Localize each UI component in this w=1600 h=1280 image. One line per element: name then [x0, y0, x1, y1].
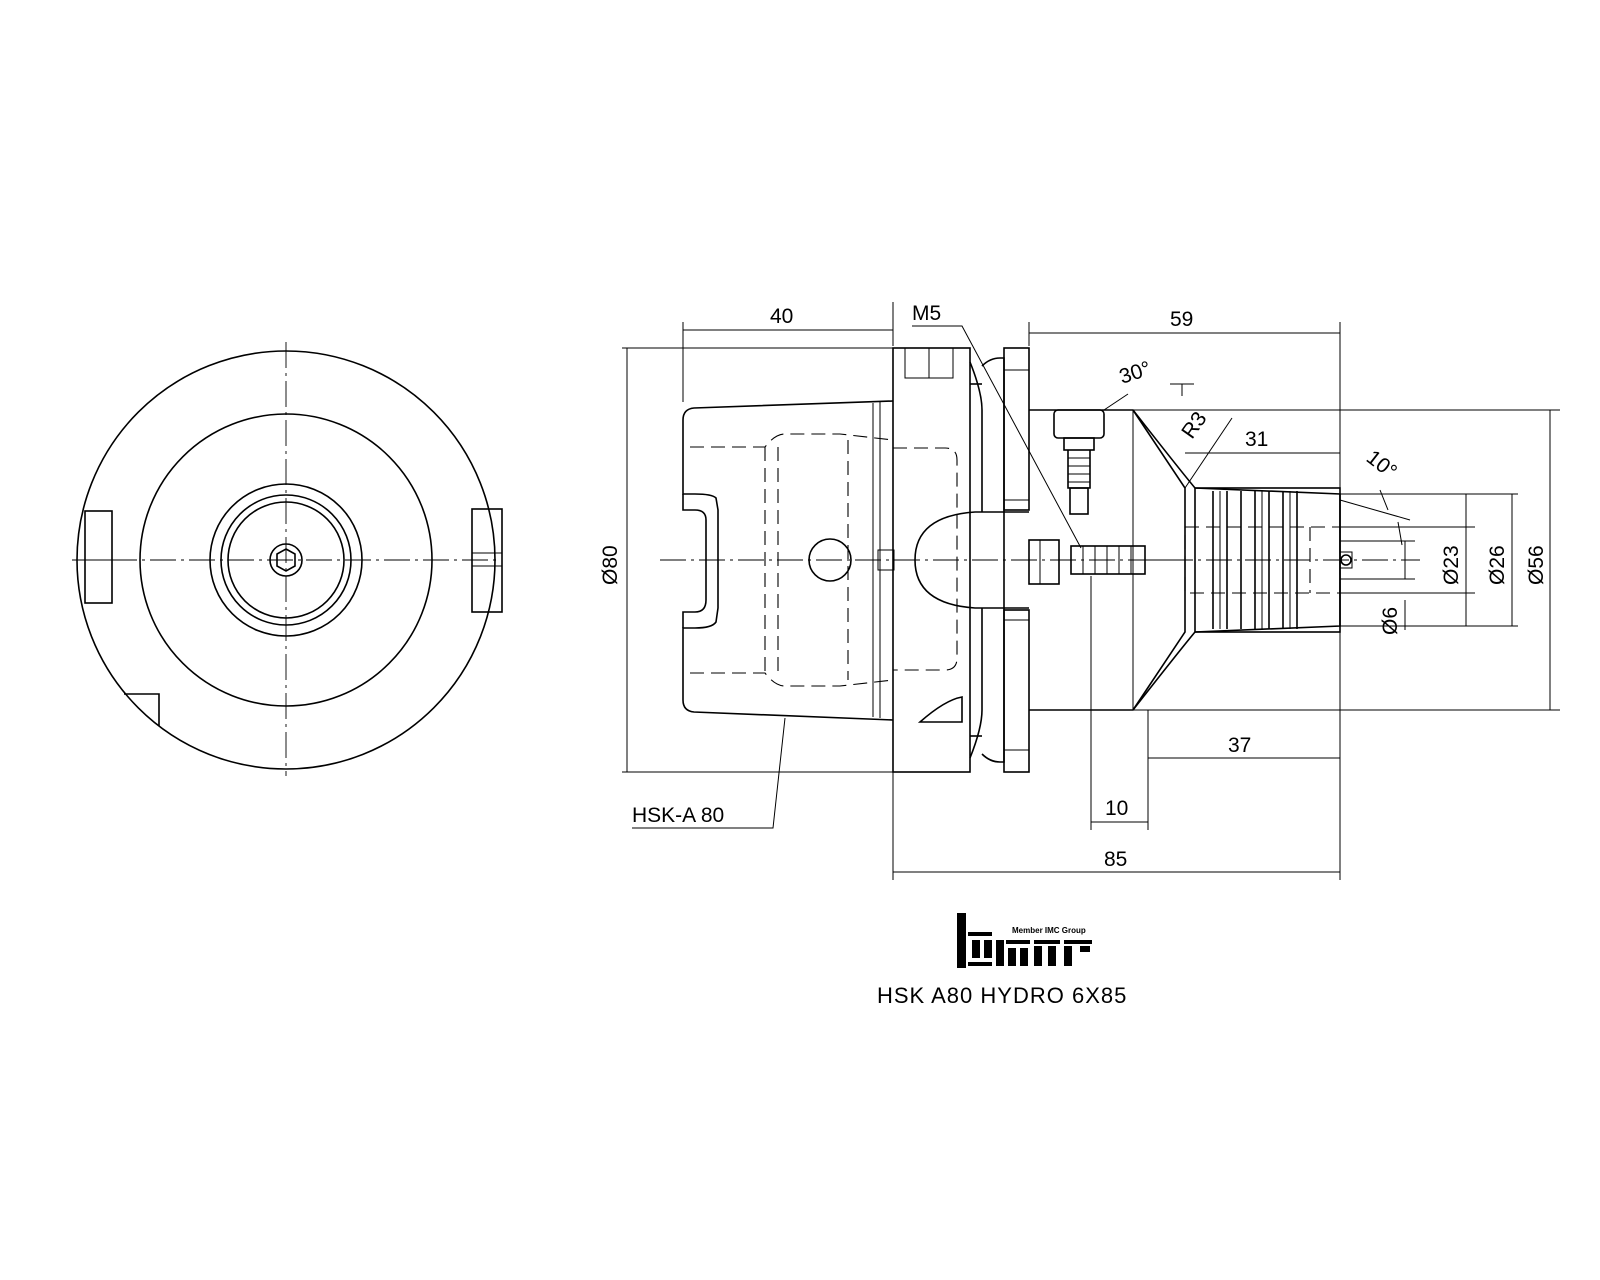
dim-radius-r3: R3 [1177, 408, 1211, 443]
callout-hsk-a80: HSK-A 80 [632, 804, 724, 827]
side-view [660, 347, 1420, 773]
dim-dia-80: Ø80 [599, 545, 622, 585]
front-view [72, 342, 503, 776]
dim-dia-56: Ø56 [1525, 545, 1548, 585]
dim-angle-30: 30° [1116, 357, 1153, 389]
dim-59: 59 [1170, 308, 1193, 331]
dim-40: 40 [770, 305, 793, 328]
product-caption: HSK A80 HYDRO 6X85 [877, 983, 1127, 1008]
dim-angle-10: 10° [1362, 446, 1401, 484]
dim-dia-6: Ø6 [1379, 607, 1402, 635]
dim-dia-23: Ø23 [1440, 545, 1463, 585]
dimension-lines [622, 302, 1560, 880]
iscar-logo: Member IMC Group [957, 913, 1092, 968]
dim-85: 85 [1104, 848, 1127, 871]
dim-37: 37 [1228, 734, 1251, 757]
logo-tagline: Member IMC Group [1012, 926, 1086, 935]
dim-m5: M5 [912, 302, 941, 325]
dim-10: 10 [1105, 797, 1128, 820]
dim-dia-26: Ø26 [1486, 545, 1509, 585]
dim-31: 31 [1245, 428, 1268, 451]
